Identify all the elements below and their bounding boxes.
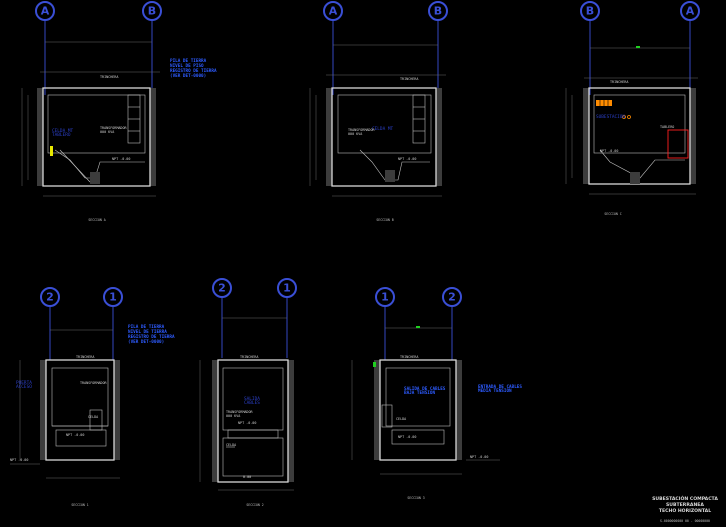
svg-text:TRINCHERA: TRINCHERA [240,355,258,359]
svg-text:NPT -0.00: NPT -0.00 [112,157,130,161]
svg-text:CELDA: CELDA [226,443,236,447]
svg-text:B: B [148,5,156,18]
section-1: PILA DE TIERRA NIVEL DE PISO REGISTRO DE… [21,20,217,222]
section-5: SALIDA CABLES TRANSFORMADOR 000 KVA NPT … [199,298,294,507]
svg-text:2: 2 [448,291,456,304]
svg-text:(VER DET-0000): (VER DET-0000) [128,339,164,345]
svg-text:TABLERO: TABLERO [52,132,71,138]
axis-bubble-s3-right: A [680,1,700,21]
svg-text:NIVEL DE TIERRA: NIVEL DE TIERRA [128,329,167,335]
section-3: SUBESTACION TABLERO NPT -0.00 TRINCHERA … [565,20,698,216]
axis-bubble-s3-left: B [580,1,600,21]
svg-text:TRANSFORMADOR: TRANSFORMADOR [226,410,253,414]
axis-bubble-s1-left: A [35,1,55,21]
svg-text:1: 1 [381,291,389,304]
svg-text:REGISTRO DE TIERRA: REGISTRO DE TIERRA [170,68,217,74]
svg-text:1: 1 [109,291,117,304]
svg-text:TRINCHERA: TRINCHERA [100,75,118,79]
svg-text:PUERTA: PUERTA [16,380,32,386]
svg-text:0.00: 0.00 [243,475,251,479]
svg-text:2: 2 [46,291,54,304]
svg-text:SECCION 1: SECCION 1 [71,503,88,507]
svg-text:SALIDA DE CABLES: SALIDA DE CABLES [404,386,446,392]
svg-text:NPT -0.00: NPT -0.00 [10,458,28,462]
svg-text:TRINCHERA: TRINCHERA [400,77,418,81]
svg-text:000 KVA: 000 KVA [348,132,362,136]
svg-text:REGISTRO DE TIERRA: REGISTRO DE TIERRA [128,334,175,340]
svg-text:SECCION B: SECCION B [376,218,393,222]
axis-bubble-s4-right: 1 [103,287,123,307]
section-2: CELDA MT TRANSFORMADOR 000 KVA NPT -0.00… [309,20,446,222]
svg-text:TRANSFORMADOR: TRANSFORMADOR [80,381,107,385]
svg-text:ACCESO: ACCESO [16,384,32,390]
svg-text:SALIDA: SALIDA [244,396,260,402]
axis-bubble-s6-left: 1 [375,287,395,307]
svg-text:MEDIA TENSION: MEDIA TENSION [478,388,512,394]
svg-text:CELDA MT: CELDA MT [52,128,74,134]
axis-bubble-s2-left: A [323,1,343,21]
svg-text:BAJA TENSION: BAJA TENSION [404,390,435,396]
svg-text:PILA DE TIERRA: PILA DE TIERRA [128,324,165,330]
svg-text:NPT -0.00: NPT -0.00 [238,421,256,425]
svg-text:PILA DE TIERRA: PILA DE TIERRA [170,58,207,64]
axis-bubble-s2-right: B [428,1,448,21]
svg-text:NIVEL DE PISO: NIVEL DE PISO [170,63,204,69]
svg-text:TABLERO: TABLERO [660,125,674,129]
svg-text:2: 2 [218,282,226,295]
svg-text:000 KVA: 000 KVA [226,414,240,418]
svg-text:TRINCHERA: TRINCHERA [400,355,418,359]
title-block: SUBESTACIÓN COMPACTA SUBTERRANEA TECHO H… [652,495,718,523]
svg-text:SECCION 2: SECCION 2 [246,503,263,507]
svg-text:CELDA MT: CELDA MT [372,126,394,132]
title-line-1: SUBESTACIÓN COMPACTA [652,495,718,502]
axis-bubble-s5-right: 1 [277,278,297,298]
drawing-code: S-0000000000 00 - 00000000 [660,519,710,523]
axis-bubble-s1-right: B [142,1,162,21]
section-6: SALIDA DE CABLES BAJA TENSION ENTRADA DE… [351,306,522,500]
svg-text:SECCION C: SECCION C [604,212,621,216]
svg-text:NPT -0.00: NPT -0.00 [470,455,488,459]
svg-text:(VER DET-0000): (VER DET-0000) [170,73,206,79]
svg-text:CABLES: CABLES [244,400,260,406]
svg-text:B: B [434,5,442,18]
svg-text:1: 1 [283,282,291,295]
section-4: PILA DE TIERRA NIVEL DE TIERRA REGISTRO … [10,306,175,507]
svg-text:NPT -0.00: NPT -0.00 [600,149,618,153]
title-line-2: SUBTERRANEA [666,502,704,508]
svg-text:NPT -0.00: NPT -0.00 [66,433,84,437]
title-line-3: TECHO HORIZONTAL [659,508,711,514]
svg-text:000 KVA: 000 KVA [100,130,114,134]
svg-text:NPT -0.00: NPT -0.00 [398,157,416,161]
axis-bubble-s6-right: 2 [442,287,462,307]
svg-text:B: B [586,5,594,18]
axis-bubble-s5-left: 2 [212,278,232,298]
svg-text:SECCION A: SECCION A [88,218,105,222]
svg-text:TRANSFORMADOR: TRANSFORMADOR [348,128,375,132]
svg-text:SUBESTACION: SUBESTACION [596,114,625,120]
svg-text:A: A [329,5,338,18]
svg-text:A: A [686,5,695,18]
svg-text:TRANSFORMADOR: TRANSFORMADOR [100,126,127,130]
svg-text:SECCION 3: SECCION 3 [407,496,424,500]
svg-text:TRINCHERA: TRINCHERA [76,355,94,359]
svg-text:NPT -0.00: NPT -0.00 [398,435,416,439]
svg-text:TRINCHERA: TRINCHERA [610,80,628,84]
axis-bubble-s4-left: 2 [40,287,60,307]
svg-text:CELDA: CELDA [88,415,98,419]
svg-text:CELDA: CELDA [396,417,406,421]
svg-text:A: A [41,5,50,18]
svg-text:ENTRADA DE CABLES: ENTRADA DE CABLES [478,384,522,390]
